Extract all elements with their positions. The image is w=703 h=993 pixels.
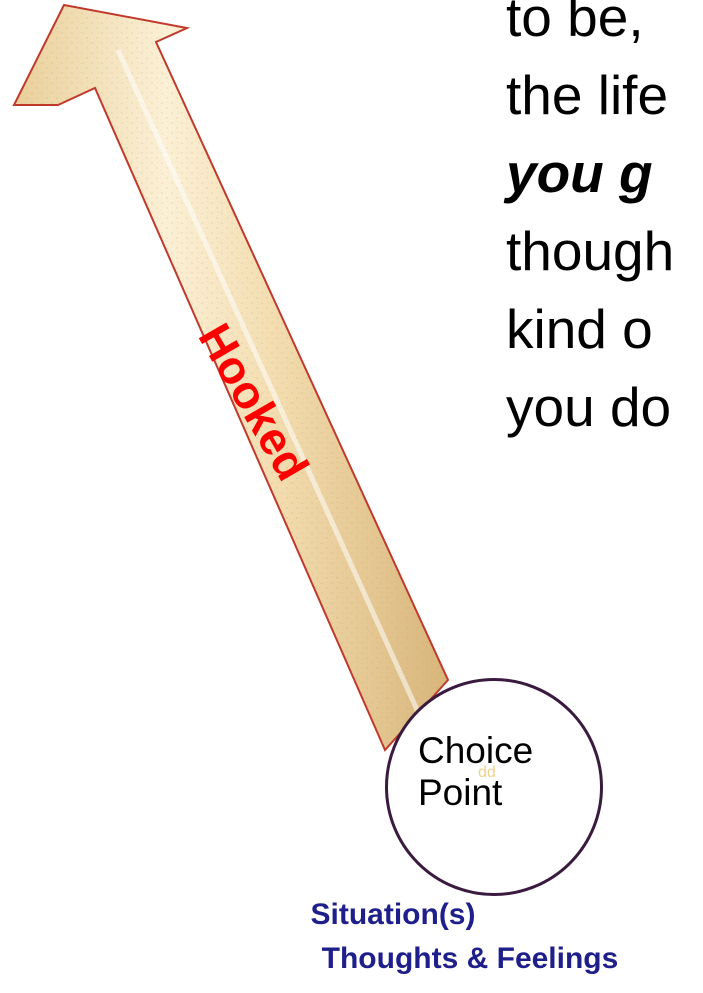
body-text-line: though: [506, 212, 703, 290]
body-text-line-emphasis: you g: [506, 134, 703, 212]
choice-point-line2: Point: [418, 772, 533, 814]
body-text-line: to be,: [506, 0, 703, 56]
choice-point-label: Choice Point: [418, 730, 533, 814]
body-text: to be, the life you g though kind o you …: [506, 0, 703, 446]
faint-mark: dd: [478, 764, 496, 782]
body-text-line: you do: [506, 368, 703, 446]
choice-point-line1: Choice: [418, 730, 533, 772]
caption-situations: Situation(s): [163, 898, 623, 932]
body-text-line: kind o: [506, 290, 703, 368]
body-text-line: the life: [506, 56, 703, 134]
caption-thoughts-feelings: Thoughts & Feelings: [240, 942, 700, 976]
